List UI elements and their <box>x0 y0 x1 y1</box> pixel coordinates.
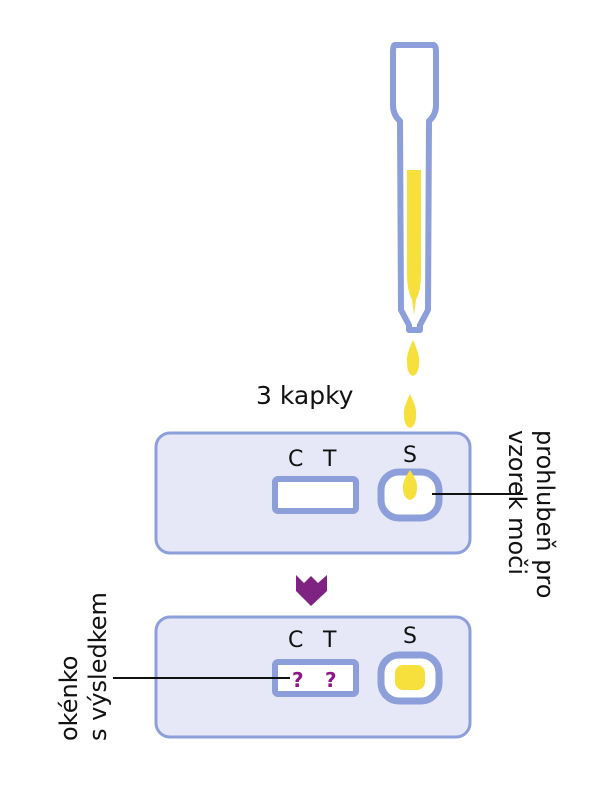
arrow-down-icon <box>296 575 327 606</box>
result-t-mark: ? <box>325 668 337 692</box>
result-window-top <box>272 476 359 514</box>
drops-label: 3 kapky <box>256 381 354 410</box>
test-label-top: T <box>322 447 337 472</box>
test-cassette-bottom: ? ? C T S <box>154 615 472 739</box>
test-label-bottom: T <box>322 628 337 653</box>
window-callout-line1: okénko <box>55 656 83 741</box>
window-callout-line2: s výsledkem <box>84 592 112 741</box>
control-label-bottom: C <box>288 628 303 653</box>
sample-label-top: S <box>403 443 417 468</box>
well-callout-line1: prohlubeň pro <box>531 430 559 598</box>
pipette-icon <box>390 42 439 333</box>
test-cassette-top: C T S <box>154 431 472 555</box>
well-callout-line2: vzorek moči <box>503 430 531 575</box>
result-c-mark: ? <box>292 668 304 692</box>
sample-label-bottom: S <box>403 624 417 649</box>
control-label-top: C <box>288 447 303 472</box>
